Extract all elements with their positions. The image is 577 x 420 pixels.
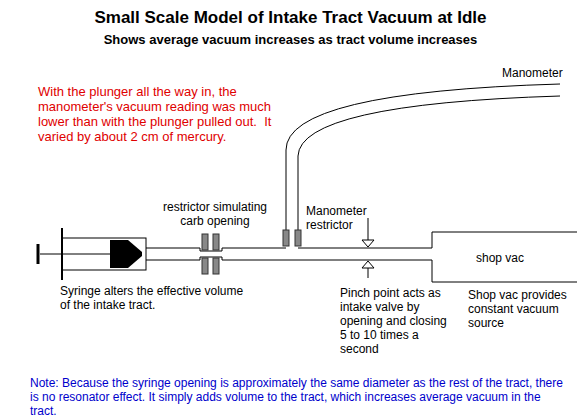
manometer-restrictor: [295, 230, 301, 246]
carb-restrictor: [202, 234, 208, 250]
shop-vac-note: Shop vac provides constant vacuum source: [468, 288, 574, 330]
carb-restrictor: [202, 258, 208, 274]
tract-wall: [146, 257, 432, 260]
pinch-point-label: Pinch point acts as intake valve by open…: [340, 286, 452, 356]
manometer-restrictor-label: Manometer restrictor: [306, 204, 376, 232]
syringe-label: Syringe alters the effective volume of t…: [60, 284, 250, 312]
plunger-rod: [40, 254, 112, 255]
carb-restrictor: [213, 258, 219, 274]
subtitle: Shows average vacuum increases as tract …: [2, 32, 577, 48]
restrictor-label: restrictor simulating carb opening: [150, 200, 280, 228]
diagram-note: Note: Because the syringe opening is app…: [30, 376, 565, 418]
pinch-arrowhead: [362, 261, 374, 268]
carb-restrictor: [213, 234, 219, 250]
manometer-restrictor: [283, 230, 289, 246]
plunger-cap: [37, 244, 40, 264]
diagram-title: Small Scale Model of Intake Tract Vacuum…: [2, 8, 577, 28]
manometer-tube: [286, 84, 560, 232]
shop-vac-label: shop vac: [476, 251, 566, 265]
result-note: With the plunger all the way in, the man…: [38, 84, 274, 144]
shop-vac-hose: [432, 232, 577, 248]
pinch-arrow: [368, 218, 369, 242]
manometer-tube: [298, 96, 560, 232]
pinch-arrowhead: [362, 240, 374, 247]
plunger: [110, 240, 142, 268]
manometer-label: Manometer: [502, 66, 574, 80]
tract-wall: [298, 248, 432, 249]
